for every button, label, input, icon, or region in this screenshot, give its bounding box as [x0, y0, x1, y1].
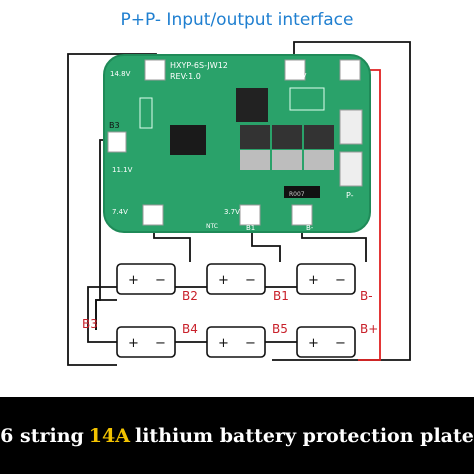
- cell-plus-label: +: [218, 273, 229, 288]
- mosfet-tab-1: [240, 150, 270, 170]
- cell-bottom-3: + −: [296, 326, 356, 358]
- cell-plus-label: +: [308, 273, 319, 288]
- label-b3: B3: [109, 121, 120, 130]
- cell-minus-label: −: [155, 336, 166, 351]
- mosfet-1: [240, 125, 270, 149]
- pad-bminus: [291, 204, 313, 226]
- cell-minus-label: −: [335, 336, 346, 351]
- chip-controller: [170, 125, 206, 155]
- cell-plus-label: +: [128, 336, 139, 351]
- label-b5: B5: [286, 62, 295, 70]
- wire-label-b2: B2: [182, 289, 198, 303]
- mosfet-tab-3: [304, 150, 334, 170]
- pad-output-plus: [339, 109, 363, 145]
- cell-top-2: + −: [206, 263, 266, 295]
- cell-top-1: + −: [116, 263, 176, 295]
- silkscreen-resistors: [139, 97, 153, 129]
- mosfet-3: [304, 125, 334, 149]
- cell-top-3: + −: [296, 263, 356, 295]
- wire-label-b4: B4: [182, 322, 198, 336]
- footer-suffix: lithium battery protection plate: [134, 424, 474, 447]
- page-title: P+P- Input/output interface: [120, 10, 354, 30]
- footer-banner: 6 string 14A lithium battery protection …: [0, 397, 474, 474]
- cell-minus-label: −: [245, 273, 256, 288]
- wires: [67, 41, 411, 366]
- pad-b4: [144, 59, 166, 81]
- wire-label-bplus: B+: [360, 322, 378, 336]
- shunt-resistor: [284, 186, 320, 198]
- label-pplus: P+: [348, 69, 360, 78]
- wire-row-join: [87, 286, 117, 343]
- label-bminus-board: B-: [306, 224, 314, 232]
- cell-minus-label: −: [335, 273, 346, 288]
- wire-label-b3: B3: [82, 317, 98, 331]
- mosfet-2: [272, 125, 302, 149]
- pad-pplus: [339, 59, 361, 81]
- board-revision: REV:1.0: [170, 72, 201, 81]
- cell-plus-label: +: [218, 336, 229, 351]
- wire-b3b: [95, 299, 117, 330]
- label-b1-board: B1: [246, 224, 255, 232]
- label-b0-voltage: 7.4V: [112, 208, 128, 216]
- battery-cells: + − + − + − + − + −: [116, 263, 356, 358]
- label-pminus: P-: [346, 191, 354, 200]
- pad-b1: [239, 204, 261, 226]
- wire-label-b5: B5: [272, 322, 288, 336]
- label-b4-voltage: 14.8V: [110, 70, 131, 78]
- board-model: HXYP-6S-JW12: [170, 61, 228, 70]
- pad-b0: [142, 204, 164, 226]
- label-b2-voltage: 11.1V: [112, 166, 133, 174]
- pad-output-minus: [339, 151, 363, 187]
- pad-b5: [284, 59, 306, 81]
- label-b4: B4: [152, 62, 162, 70]
- cell-plus-label: +: [128, 273, 139, 288]
- wire-label-bminus: B-: [360, 289, 373, 303]
- cell-minus-label: −: [245, 336, 256, 351]
- cell-plus-label: +: [308, 336, 319, 351]
- label-ntc: NTC: [206, 223, 218, 230]
- label-b1-voltage: 3.7V: [224, 208, 240, 216]
- resistor-marking: R007: [289, 191, 305, 198]
- mosfet-tab-2: [272, 150, 302, 170]
- cell-minus-label: −: [155, 273, 166, 288]
- wire-label-b1: B1: [273, 289, 289, 303]
- wiring-labels: B2 B1 B- B3 B4 B5 B+: [82, 289, 378, 336]
- mosfet-top: [236, 88, 268, 122]
- silkscreen-box: [289, 87, 325, 111]
- footer-prefix: 6 string: [0, 424, 84, 447]
- footer-accent: 14A: [88, 424, 130, 447]
- cell-bottom-1: + −: [116, 326, 176, 358]
- wire-b1: [251, 222, 281, 262]
- label-b5-voltage: 18.5V: [286, 72, 307, 80]
- pcb-board: B4 14.8V HXYP-6S-JW12 REV:1.0 B5 18.5V P…: [103, 54, 371, 233]
- pad-b3: [107, 131, 127, 153]
- cell-bottom-2: + −: [206, 326, 266, 358]
